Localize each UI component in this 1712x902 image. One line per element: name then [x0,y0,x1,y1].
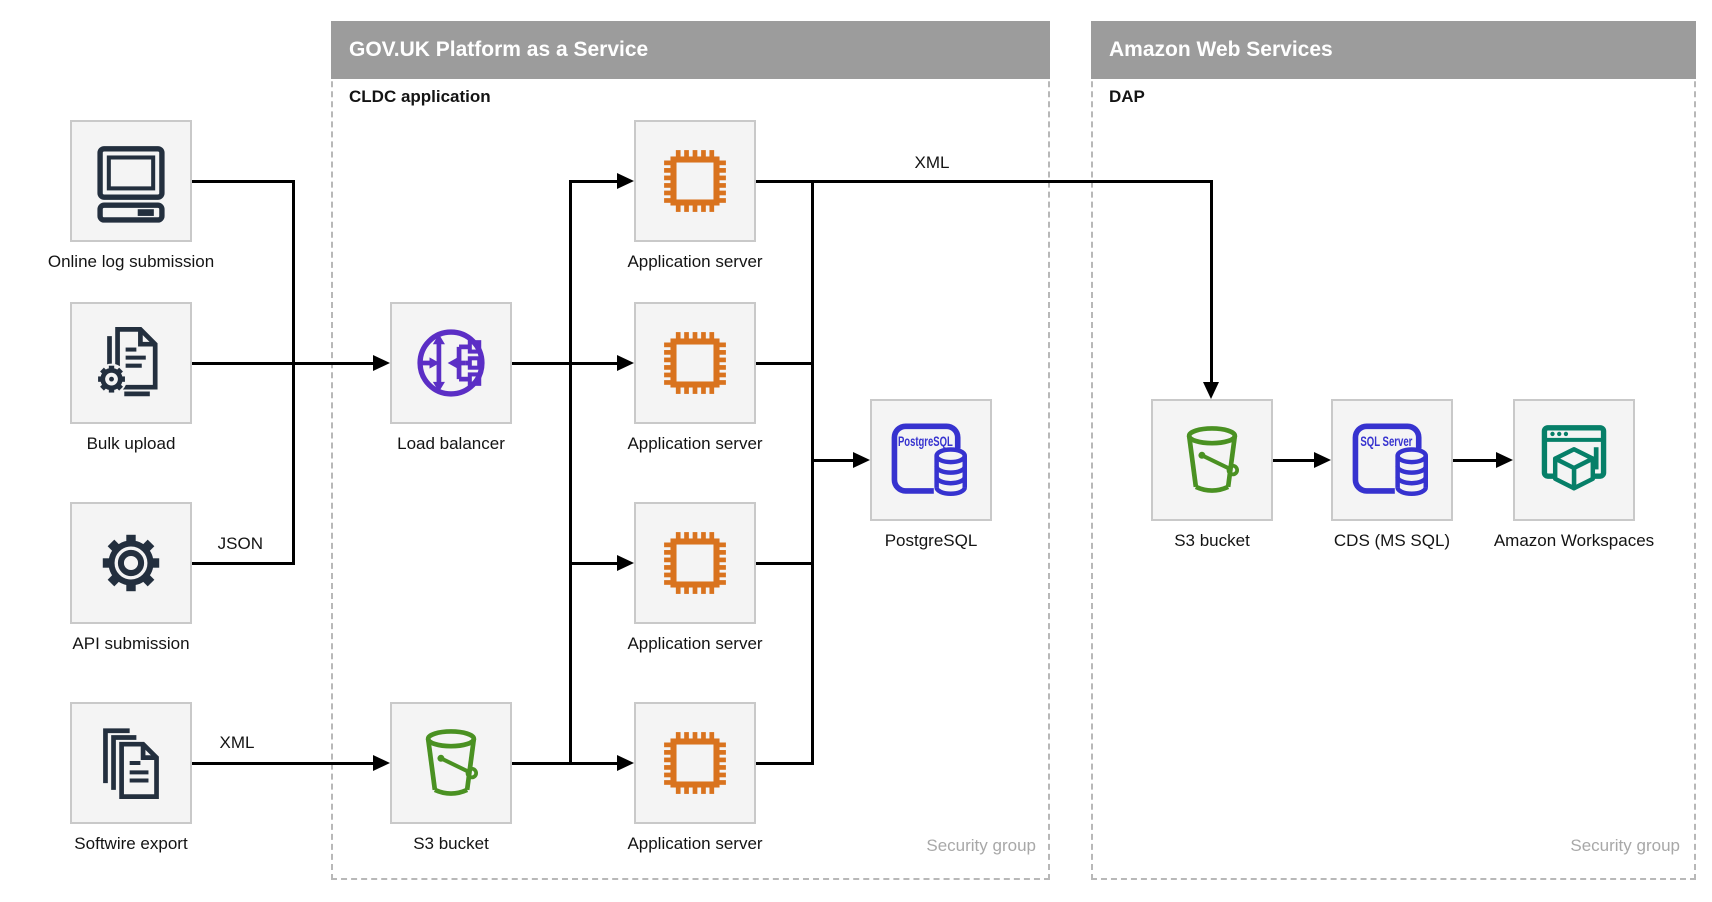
node-postgresql: PostgreSQL [870,399,992,521]
load-balancer-icon [417,329,485,397]
postgresql-label: PostgreSQL [884,531,978,550]
edge-lb-to-dist [512,362,618,365]
node-app-server-4 [634,702,756,824]
edge-collection-vertical [811,180,814,765]
edge-bulk-to-lb [192,362,374,365]
edge-dist-to-app1 [570,180,618,183]
s3-bucket-icon [1186,426,1240,493]
s3-bucket-icon [425,729,479,796]
edge-s3aws-to-cds [1273,459,1317,462]
edge-label-json: JSON [217,534,263,553]
app-server-2-label: Application server [627,434,763,453]
node-s3-bucket-aws [1151,399,1273,521]
edge-app4-out [756,762,814,765]
edge-merge-vertical [292,180,295,565]
postgresql-database-icon: PostgreSQL [891,423,971,497]
load-balancer-label: Load balancer [397,434,505,453]
edge-label-xml-export: XML [219,733,255,752]
app-server-3-label: Application server [627,634,763,653]
node-cds-mssql: SQL Server [1331,399,1453,521]
arrowhead-to-load-balancer [373,355,390,371]
node-app-server-1 [634,120,756,242]
sql-server-icon-text: SQL Server [1360,433,1412,449]
cpu-chip-icon [664,732,726,794]
arrowhead-to-app3 [617,555,634,571]
edge-online-log-out [192,180,294,183]
arrowhead-to-app2 [617,355,634,371]
workspaces-icon [1541,425,1607,491]
app-server-4-label: Application server [627,834,763,853]
cds-mssql-label: CDS (MS SQL) [1333,531,1451,550]
govuk-paas-title: GOV.UK Platform as a Service [349,38,649,61]
dap-label: DAP [1109,87,1145,106]
amazon-workspaces-label: Amazon Workspaces [1493,531,1655,550]
cldc-application-label: CLDC application [349,87,491,106]
node-app-server-2 [634,302,756,424]
sql-server-database-icon: SQL Server [1352,423,1432,497]
edge-api-out [192,562,294,565]
online-log-submission-label: Online log submission [47,252,215,271]
edge-distribution-vertical [569,180,572,765]
node-s3-bucket-govuk [390,702,512,824]
arrowhead-to-s3-aws [1203,382,1219,399]
node-amazon-workspaces [1513,399,1635,521]
s3-bucket-aws-label: S3 bucket [1174,531,1250,550]
aws-header: Amazon Web Services [1091,21,1696,79]
cpu-chip-icon [664,332,726,394]
node-load-balancer [390,302,512,424]
edge-label-xml-transfer: XML [914,153,950,172]
edge-dist-to-app3 [570,562,618,565]
bulk-upload-label: Bulk upload [86,434,176,453]
arrowhead-to-app4 [617,755,634,771]
node-softwire-export [70,702,192,824]
node-online-log-submission [70,120,192,242]
edge-to-postgresql [812,459,855,462]
govuk-paas-header: GOV.UK Platform as a Service [331,21,1050,79]
node-app-server-3 [634,502,756,624]
documents-stack-icon [103,728,159,799]
app-server-1-label: Application server [627,252,763,271]
arrowhead-to-app1 [617,173,634,189]
arrowhead-to-postgresql [853,452,870,468]
edge-app2-out [756,362,814,365]
edge-cds-to-workspaces [1453,459,1498,462]
node-api-submission [70,502,192,624]
aws-title: Amazon Web Services [1109,38,1333,61]
arrowhead-to-s3-govuk [373,755,390,771]
arrowhead-to-cds [1314,452,1331,468]
node-bulk-upload [70,302,192,424]
gear-icon [102,534,160,592]
edge-softwire-to-s3 [192,762,374,765]
edge-s3-to-app4 [512,762,618,765]
document-gear-icon [96,327,158,397]
cpu-chip-icon [664,150,726,212]
govuk-security-group-label: Security group [926,836,1036,855]
s3-bucket-govuk-label: S3 bucket [413,834,489,853]
edge-xml-down [1210,180,1213,385]
postgresql-icon-text: PostgreSQL [898,433,953,449]
cpu-chip-icon [664,532,726,594]
edge-xml-to-aws [756,180,1213,183]
aws-security-group-label: Security group [1570,836,1680,855]
arrowhead-to-workspaces [1496,452,1513,468]
softwire-export-label: Softwire export [74,834,188,853]
computer-icon [97,146,165,223]
api-submission-label: API submission [72,634,190,653]
edge-app3-out [756,562,814,565]
